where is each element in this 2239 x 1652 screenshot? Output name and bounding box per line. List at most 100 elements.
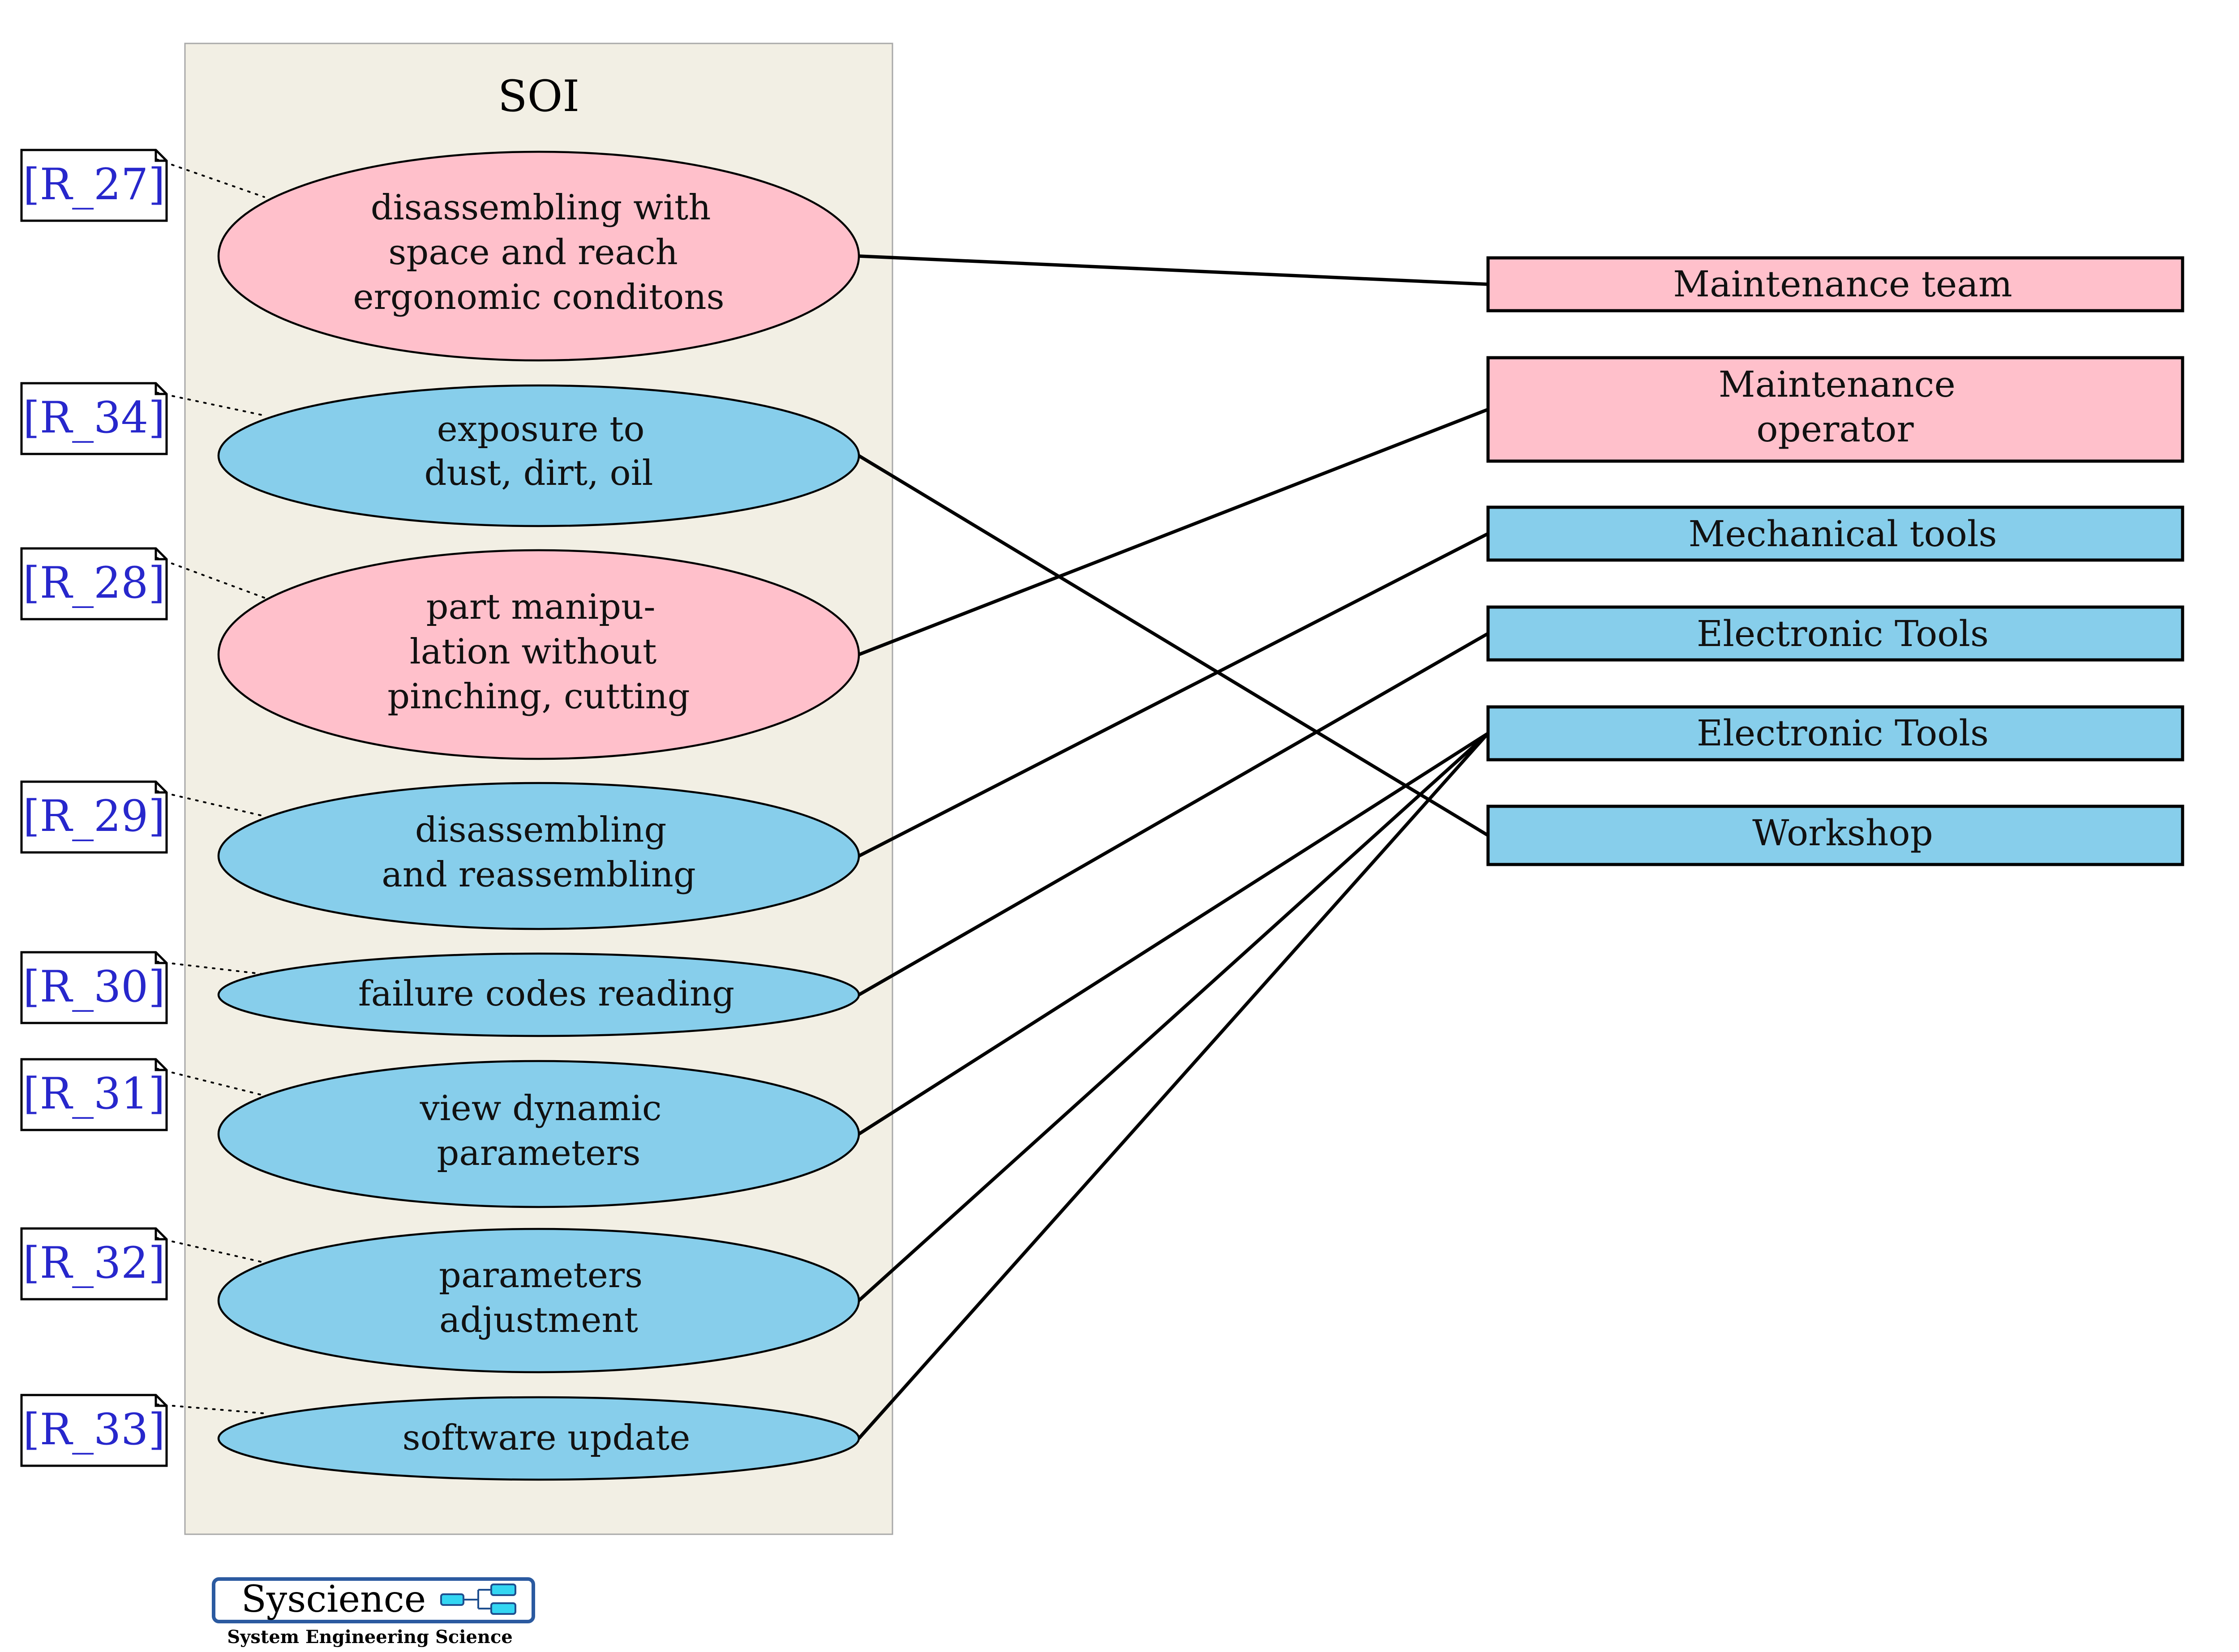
use-case-label-line: ergonomic conditons <box>353 277 724 317</box>
use-case-label-line: part manipu- <box>426 587 656 627</box>
use-case-label-line: disassembling <box>415 810 667 850</box>
use-case-label: parameters adjustment <box>439 1255 654 1340</box>
requirement-label: [R_28] <box>23 558 165 608</box>
use-case-label-line: disassembling with <box>371 188 711 228</box>
use-case-label-line: dust, dirt, oil <box>424 453 653 493</box>
use-case-ellipse <box>217 1228 860 1374</box>
actor-label-line: Maintenance <box>1719 364 1956 405</box>
logo-title: Syscience <box>241 1578 426 1621</box>
actor-mechanical-tools[interactable]: Mechanical tools <box>1486 505 2184 562</box>
use-case-label: exposure to dust, dirt, oil <box>424 409 656 493</box>
note-connector <box>156 557 265 599</box>
use-case-uc29[interactable]: disassembling and reassembling <box>217 782 860 930</box>
block-diagram-icon <box>440 1584 516 1615</box>
actor-maintenance-team[interactable]: Maintenance team <box>1486 256 2184 312</box>
actor-electronic-tools-2[interactable]: Electronic Tools <box>1486 705 2184 762</box>
actor-box <box>1486 605 2184 662</box>
use-case-label-line: lation without <box>410 632 657 672</box>
use-cases: disassembling with space and reach ergon… <box>217 150 860 1481</box>
actor-label: Electronic Tools <box>1697 712 1989 754</box>
note-shape <box>20 547 168 621</box>
use-case-label-line: pinching, cutting <box>387 676 690 717</box>
actor-workshop[interactable]: Workshop <box>1486 805 2184 866</box>
use-case-label: disassembling and reassembling <box>382 810 696 895</box>
actors: Maintenance team Maintenance operator Me… <box>1486 256 2184 866</box>
syscience-logo: Syscience System Engineering Science <box>212 1577 535 1648</box>
use-case-uc30[interactable]: failure codes reading <box>217 952 860 1037</box>
actor-label: Maintenance team <box>1673 263 2012 305</box>
use-case-ellipse <box>217 384 860 527</box>
use-case-label-line: parameters <box>437 1133 640 1173</box>
note-shape <box>20 1227 168 1301</box>
requirement-note-r29[interactable]: [R_29] <box>20 780 265 854</box>
requirement-label: [R_32] <box>23 1238 165 1288</box>
association-line <box>858 732 1489 1302</box>
note-shape <box>20 149 168 222</box>
actor-box <box>1486 505 2184 562</box>
use-case-uc32[interactable]: parameters adjustment <box>217 1228 860 1374</box>
actor-electronic-tools-1[interactable]: Electronic Tools <box>1486 605 2184 662</box>
use-case-ellipse <box>217 952 860 1037</box>
requirement-label: [R_31] <box>23 1069 165 1119</box>
associations <box>858 254 1489 1440</box>
actor-box <box>1486 805 2184 866</box>
note-shape <box>20 1394 168 1467</box>
association-line <box>858 632 1489 997</box>
actor-box <box>1486 356 2184 463</box>
note-shape <box>20 951 168 1024</box>
use-case-uc31[interactable]: view dynamic parameters <box>217 1060 860 1208</box>
requirement-note-r32[interactable]: [R_32] <box>20 1227 265 1301</box>
use-case-label-line: parameters <box>439 1255 643 1296</box>
use-case-label-line: view dynamic <box>420 1088 662 1129</box>
logo-frame <box>212 1577 535 1623</box>
note-shape <box>20 1058 168 1131</box>
requirement-note-r33[interactable]: [R_33] <box>20 1394 265 1467</box>
use-case-ellipse <box>217 150 860 362</box>
use-case-uc28[interactable]: part manipu- lation without pinching, cu… <box>217 549 860 760</box>
actor-maintenance-operator[interactable]: Maintenance operator <box>1486 356 2184 463</box>
note-connector <box>156 1068 265 1096</box>
use-case-ellipse <box>217 1060 860 1208</box>
use-case-label-line: and reassembling <box>382 855 696 895</box>
use-case-label: failure codes reading <box>358 974 734 1014</box>
requirement-note-r34[interactable]: [R_34] <box>20 382 265 455</box>
actor-label: Maintenance operator <box>1719 364 1967 450</box>
association-line <box>858 732 1489 1136</box>
note-connector <box>156 790 265 817</box>
use-case-ellipse <box>217 782 860 930</box>
requirement-label: [R_33] <box>23 1404 165 1455</box>
soi-title: SOI <box>498 71 579 121</box>
use-case-label: disassembling with space and reach ergon… <box>353 188 724 317</box>
note-connector <box>156 1237 265 1263</box>
association-line <box>858 454 1489 837</box>
use-case-uc33[interactable]: software update <box>217 1396 860 1481</box>
note-connector <box>156 1404 265 1414</box>
requirement-label: [R_29] <box>23 791 165 841</box>
use-case-uc34[interactable]: exposure to dust, dirt, oil <box>217 384 860 527</box>
use-case-label: view dynamic parameters <box>420 1088 673 1173</box>
actor-box <box>1486 705 2184 762</box>
requirement-note-r28[interactable]: [R_28] <box>20 547 265 621</box>
use-case-label: part manipu- lation without pinching, cu… <box>387 587 690 717</box>
note-connector <box>156 158 265 198</box>
use-case-ellipse <box>217 1396 860 1481</box>
association-line <box>858 532 1489 858</box>
logo-subtitle: System Engineering Science <box>227 1626 513 1648</box>
use-case-label-line: software update <box>403 1418 691 1458</box>
actor-label: Electronic Tools <box>1697 613 1989 655</box>
association-line <box>858 254 1488 286</box>
requirement-note-r31[interactable]: [R_31] <box>20 1058 265 1131</box>
requirement-note-r30[interactable]: [R_30] <box>20 951 265 1024</box>
actor-label: Workshop <box>1752 812 1933 854</box>
actor-label: Mechanical tools <box>1688 513 1997 555</box>
use-case-uc27[interactable]: disassembling with space and reach ergon… <box>217 150 860 362</box>
use-case-ellipse <box>217 549 860 760</box>
note-shape <box>20 382 168 455</box>
association-line <box>858 732 1489 1440</box>
requirement-label: [R_30] <box>23 962 165 1012</box>
requirement-note-r27[interactable]: [R_27] <box>20 149 265 222</box>
use-case-label-line: failure codes reading <box>358 974 734 1014</box>
use-case-label-line: adjustment <box>439 1300 638 1340</box>
requirement-label: [R_34] <box>23 393 165 443</box>
